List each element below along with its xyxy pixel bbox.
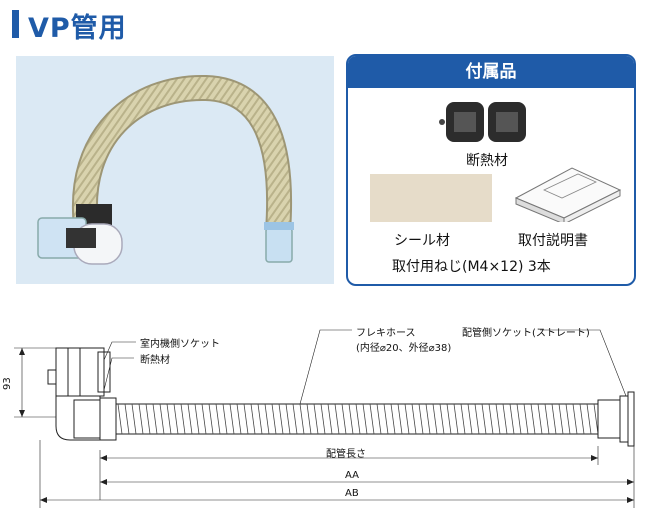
seal-label: シール材 [394, 233, 450, 249]
dim-93-label: 93 [2, 377, 13, 390]
flex-hose-label: フレキホース [356, 328, 416, 339]
screws-label: 取付用ねじ(M4×12) 3本 [392, 259, 551, 275]
title-accent-bar [12, 10, 19, 38]
accessories-heading: 付属品 [348, 56, 634, 88]
manual-image [514, 167, 622, 222]
product-photo [16, 56, 334, 284]
hose-illustration [37, 74, 294, 265]
page-title: VP管用 [28, 13, 127, 44]
dim-aa-label: AA [345, 470, 359, 481]
insulation-label: 断熱材 [466, 153, 508, 169]
insulation-drawing-label: 断熱材 [140, 355, 170, 366]
seal-image [370, 174, 492, 222]
manual-label: 取付説明書 [518, 233, 588, 249]
technical-drawing: 室内機側ソケット 断熱材 フレキホース (内径⌀20、外径⌀38) 配管側ソケッ… [0, 300, 653, 525]
indoor-socket-label: 室内機側ソケット [140, 339, 220, 350]
pipe-socket-label: 配管側ソケット(ストレート) [462, 328, 590, 339]
insulation-image [439, 102, 526, 142]
accessories-panel: 付属品 断熱材 シール材 取付説明書 取付用ねじ(M4×12) 3本 [346, 54, 636, 286]
hose-spec-label: (内径⌀20、外径⌀38) [356, 343, 452, 354]
drawing-lines [14, 329, 635, 508]
pipe-length-label: 配管長さ [326, 449, 366, 460]
dim-ab-label: AB [345, 488, 359, 499]
